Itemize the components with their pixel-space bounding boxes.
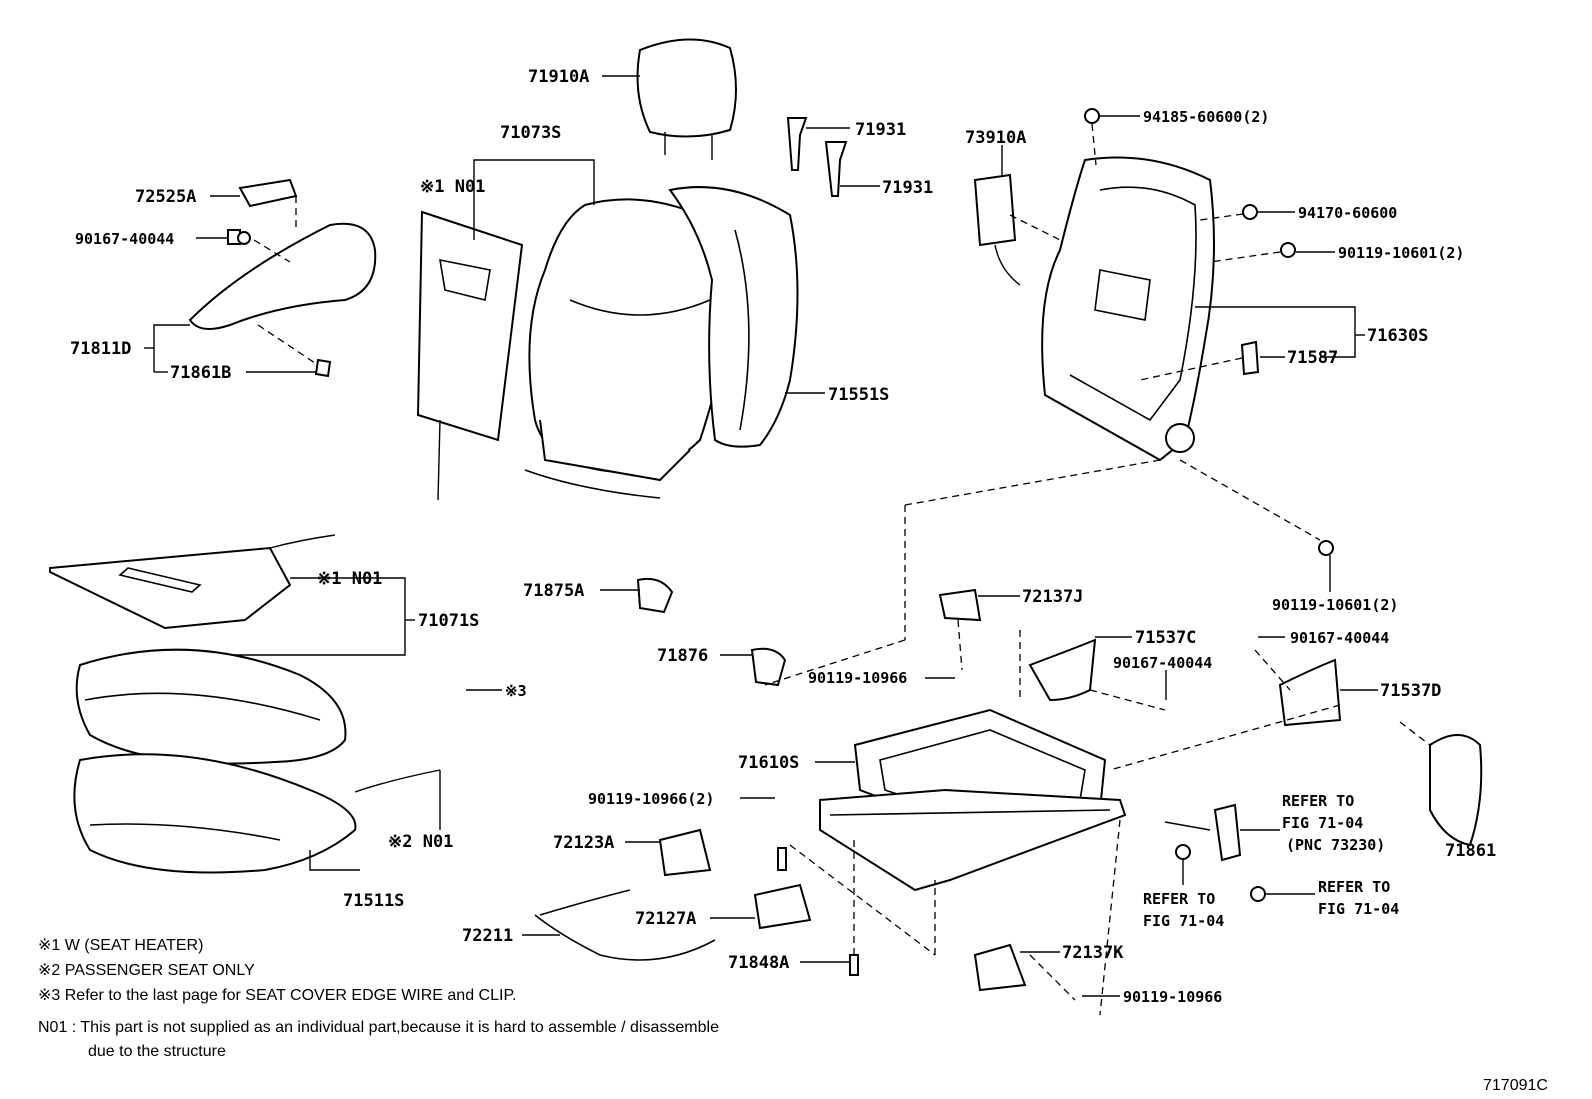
leader-lines (144, 75, 1378, 997)
label-71587[interactable]: 71587 (1287, 348, 1338, 368)
seatback-cover-shape (524, 198, 738, 499)
label-refer-c-2[interactable]: FIG 71-04 (1318, 900, 1399, 918)
label-71861B[interactable]: 71861B (170, 363, 231, 383)
label-72137K[interactable]: 72137K (1062, 943, 1124, 963)
label-71071S[interactable]: 71071S (418, 611, 479, 631)
label-mark-3[interactable]: ※3 (505, 682, 527, 700)
label-71610S[interactable]: 71610S (738, 753, 799, 773)
label-90119-10601-a[interactable]: 90119-10601(2) (1338, 244, 1464, 262)
label-90167-40044-c[interactable]: 90167-40044 (1113, 654, 1212, 672)
airbag-shape (973, 173, 1021, 286)
buckle-shape (1164, 803, 1266, 902)
note-n01-line2: due to the structure (88, 1043, 226, 1060)
label-71537C[interactable]: 71537C (1135, 628, 1196, 648)
label-71910A[interactable]: 71910A (528, 67, 589, 87)
label-n01-cushion[interactable]: ※1 N01 (317, 569, 382, 589)
clip-71587-shape (1240, 340, 1260, 376)
bolt-shapes (237, 108, 1334, 556)
label-94185-60600[interactable]: 94185-60600(2) (1143, 108, 1269, 126)
label-71551S[interactable]: 71551S (828, 385, 889, 405)
label-71537D[interactable]: 71537D (1380, 681, 1441, 701)
label-94170-60600[interactable]: 94170-60600 (1298, 204, 1397, 222)
label-73910A[interactable]: 73910A (965, 128, 1026, 148)
shield-shapes (188, 178, 377, 378)
headrest-support-shapes (786, 117, 848, 197)
label-71931-a[interactable]: 71931 (855, 120, 906, 140)
seatback-frame-shape (1041, 156, 1215, 462)
label-refer-a-1[interactable]: REFER TO (1282, 792, 1354, 810)
label-90119-10601-b[interactable]: 90119-10601(2) (1272, 596, 1398, 614)
label-90119-10966-a[interactable]: 90119-10966 (808, 669, 907, 687)
seat-frame-shape (819, 708, 1127, 892)
label-71875A[interactable]: 71875A (523, 581, 584, 601)
label-90167-40044-b[interactable]: 90167-40044 (1290, 629, 1389, 647)
seatback-heater-shape (416, 210, 524, 501)
label-71848A[interactable]: 71848A (728, 953, 789, 973)
label-refer-b-1[interactable]: REFER TO (1143, 890, 1215, 908)
note-passenger-only: ※2 PASSENGER SEAT ONLY (38, 962, 255, 979)
cushion-wire-shape (354, 769, 441, 793)
label-90119-10966-b[interactable]: 90119-10966 (1123, 988, 1222, 1006)
label-71861[interactable]: 71861 (1445, 841, 1496, 861)
label-71073S[interactable]: 71073S (500, 123, 561, 143)
label-72525A[interactable]: 72525A (135, 187, 196, 207)
label-71811D[interactable]: 71811D (70, 339, 131, 359)
label-72123A[interactable]: 72123A (553, 833, 614, 853)
label-n01-passenger[interactable]: ※2 N01 (388, 832, 453, 852)
cushion-heater-shape (49, 534, 336, 630)
note-seat-heater: ※1 W (SEAT HEATER) (38, 937, 203, 954)
label-71876[interactable]: 71876 (657, 646, 708, 666)
dashed-guides (253, 123, 1431, 1016)
label-72137J[interactable]: 72137J (1022, 587, 1083, 607)
seatback-pad-shape (668, 186, 799, 448)
label-refer-b-2[interactable]: FIG 71-04 (1143, 912, 1224, 930)
cushion-cover-shape (75, 648, 347, 765)
label-refer-a-3[interactable]: (PNC 73230) (1286, 836, 1385, 854)
label-71630S[interactable]: 71630S (1367, 326, 1428, 346)
label-72211[interactable]: 72211 (462, 926, 513, 946)
label-72127A[interactable]: 72127A (635, 909, 696, 929)
figure-code: 717091C (1483, 1077, 1548, 1094)
label-71511S[interactable]: 71511S (343, 891, 404, 911)
label-71931-b[interactable]: 71931 (882, 178, 933, 198)
lower-parts-shapes (534, 828, 859, 976)
cushion-pad-shape (73, 753, 357, 874)
note-edge-wire: ※3 Refer to the last page for SEAT COVER… (38, 987, 517, 1004)
label-90167-40044-a[interactable]: 90167-40044 (75, 230, 174, 248)
label-90119-10966-2[interactable]: 90119-10966(2) (588, 790, 714, 808)
headrest-shape (636, 38, 737, 160)
note-n01-line1: N01 : This part is not supplied as an in… (38, 1019, 719, 1036)
label-refer-a-2[interactable]: FIG 71-04 (1282, 814, 1363, 832)
label-refer-c-1[interactable]: REFER TO (1318, 878, 1390, 896)
label-n01-seatback[interactable]: ※1 N01 (420, 177, 485, 197)
